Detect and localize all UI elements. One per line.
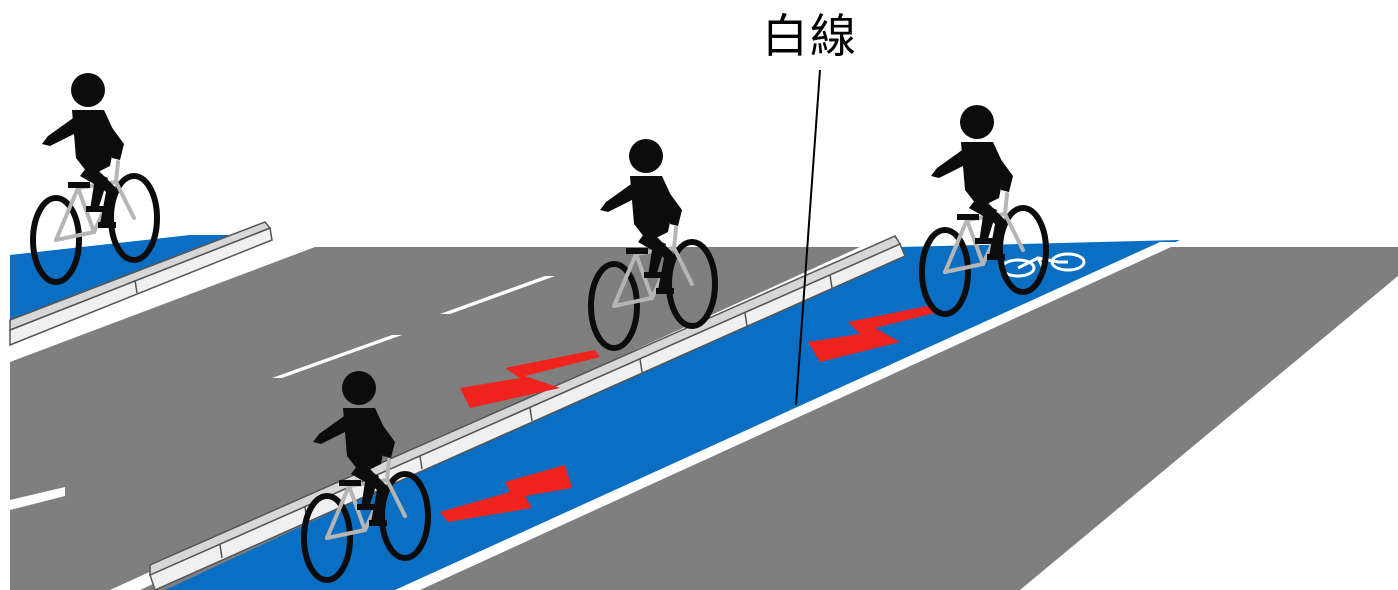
- lane-dashes: [10, 276, 555, 510]
- curb-divider-upper-left: [9, 221, 273, 347]
- direction-arrow-icon: [808, 306, 935, 362]
- annotation-leader-line: [795, 69, 821, 406]
- direction-arrow-icon: [440, 465, 572, 522]
- lane-line-upper-left: [10, 247, 315, 362]
- direction-arrow-icon: [460, 350, 600, 408]
- white-line-label: 白線: [762, 9, 858, 63]
- white-lane-line: [395, 242, 1182, 590]
- bike-lane-main: [165, 240, 1180, 590]
- direction-arrows: [440, 306, 935, 522]
